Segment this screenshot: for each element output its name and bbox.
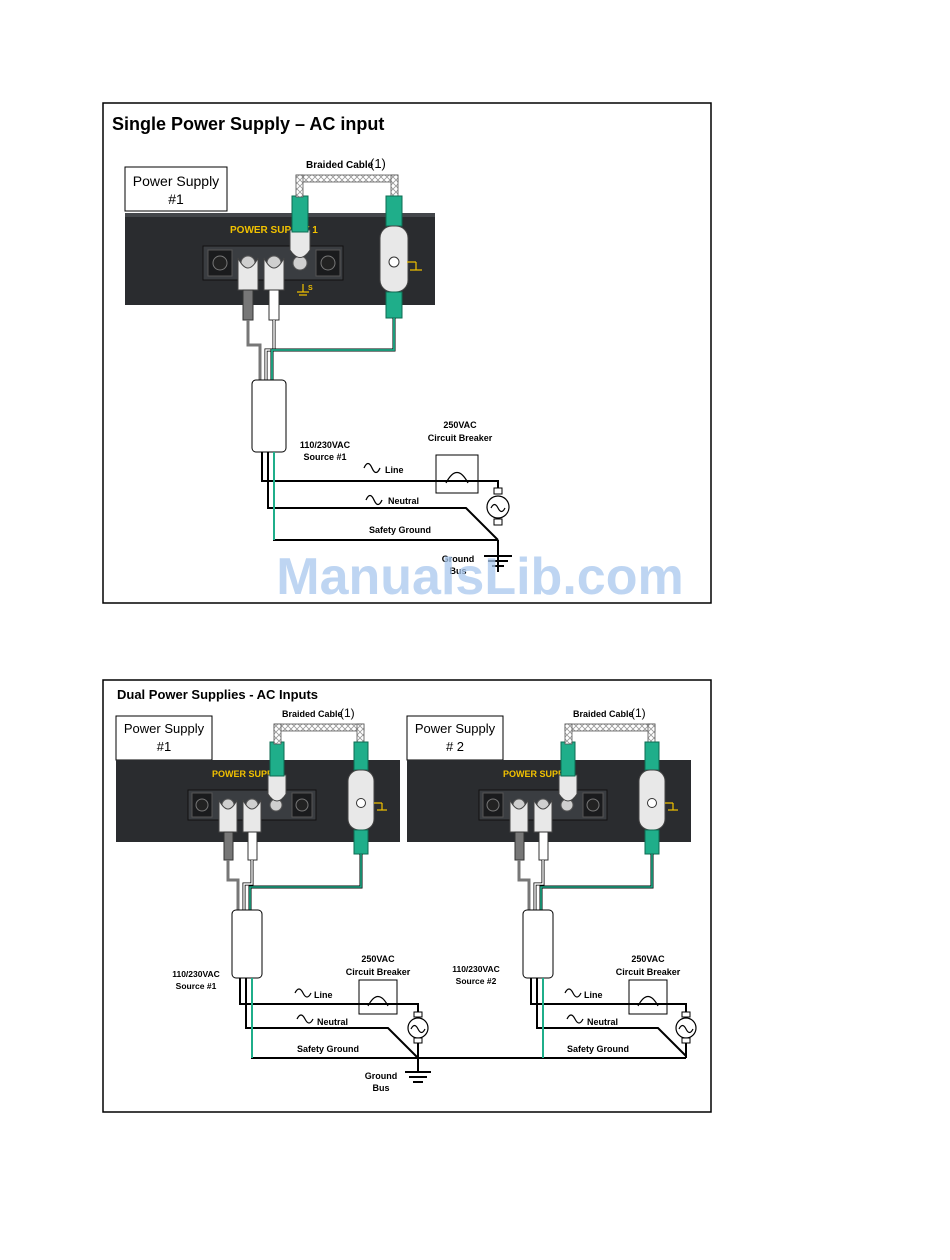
ps2-line-label: Line xyxy=(584,990,603,1000)
ps1-cable-jacket xyxy=(231,909,263,979)
ground-bus-label-line2: Bus xyxy=(372,1083,389,1093)
ac-source-icon xyxy=(407,1011,429,1044)
ps2-label-box xyxy=(406,715,504,761)
ps1-panel-label: POWER SUPPLY xyxy=(212,769,284,779)
chassis-ground-icon xyxy=(374,802,387,811)
sine-wave-icon xyxy=(566,1014,584,1024)
ground-symbol-icon xyxy=(484,555,512,567)
dual-ps2: Power Supply # 2 POWER SUPPLY Braided Ca… xyxy=(406,706,697,1058)
diagram1-title: Single Power Supply – AC input xyxy=(112,114,384,134)
ps1-label-line2: #1 xyxy=(157,739,171,754)
ground-bus-label-line2: Bus xyxy=(449,566,466,576)
source-label-line1: 110/230VAC xyxy=(300,440,351,450)
chassis-ground-icon xyxy=(665,802,678,811)
ground-symbol-icon xyxy=(405,1071,431,1083)
chassis-ground-icon xyxy=(297,284,309,296)
wire-label-line: Line xyxy=(385,465,404,475)
sine-wave-icon xyxy=(564,988,582,998)
ps2-breaker-line1: 250VAC xyxy=(631,954,665,964)
terminal-block xyxy=(202,245,344,281)
ps1-source-line2: Source #1 xyxy=(176,981,217,991)
ps2-source-line1: 110/230VAC xyxy=(452,964,500,974)
ps1-braided-label: Braided Cable xyxy=(282,709,343,719)
ps2-label-line2: # 2 xyxy=(446,739,464,754)
ps2-braided-note: (1) xyxy=(631,706,646,720)
ps1-label-box xyxy=(124,166,228,212)
ps1-label-box xyxy=(115,715,213,761)
braided-cable xyxy=(295,174,399,183)
ps2-breaker-line2: Circuit Breaker xyxy=(616,967,681,977)
sine-wave-icon xyxy=(363,462,381,474)
shared-safety-ground xyxy=(251,978,686,1072)
ps1-safety-ground-label: Safety Ground xyxy=(297,1044,359,1054)
breaker-label-line2: Circuit Breaker xyxy=(428,433,493,443)
sine-wave-icon xyxy=(365,494,383,506)
dual-ps1: Power Supply #1 POWER SUPPLY Braided Cab… xyxy=(115,706,429,1059)
sine-wave-icon xyxy=(294,988,312,998)
wire-label-neutral: Neutral xyxy=(388,496,419,506)
ground-bus-label-line1: Ground xyxy=(442,554,475,564)
sine-wave-icon xyxy=(296,1014,314,1024)
cable-jacket xyxy=(251,379,287,453)
ps2-cable-jacket xyxy=(522,909,554,979)
ps2-neutral-label: Neutral xyxy=(587,1017,618,1027)
ring-lug-ground xyxy=(289,195,311,258)
panel-label: POWER SUPPLY 1 xyxy=(230,225,318,236)
ac-source-icon xyxy=(486,487,510,526)
chassis-ground-icon xyxy=(407,261,422,271)
ps2-source-line2: Source #2 xyxy=(456,976,497,986)
braided-cable-note: (1) xyxy=(370,156,386,171)
ps1-label-line1: Power Supply xyxy=(124,721,205,736)
circuit-breaker-icon xyxy=(628,979,668,1015)
ps2-braided-label: Braided Cable xyxy=(573,709,634,719)
ps2-label-line1: Power Supply xyxy=(415,721,496,736)
ps1-breaker-line2: Circuit Breaker xyxy=(346,967,411,977)
ps1-breaker-line1: 250VAC xyxy=(361,954,395,964)
chassis-ground-lug xyxy=(379,195,409,319)
diagram-single-power-supply: Single Power Supply – AC input Power Sup… xyxy=(102,102,712,604)
svg-text:S: S xyxy=(308,285,313,292)
ps1-label-line2: #1 xyxy=(168,191,184,207)
ps1-label-line1: Power Supply xyxy=(133,173,219,189)
braided-cable-label: Braided Cable xyxy=(306,160,374,171)
wire-label-safety-ground: Safety Ground xyxy=(369,525,431,535)
diagram-dual-power-supplies: Dual Power Supplies - AC Inputs Power Su… xyxy=(102,679,712,1113)
circuit-breaker-icon xyxy=(358,979,398,1015)
ac-source-icon xyxy=(675,1011,697,1044)
wires-top xyxy=(246,318,396,385)
ps2-safety-ground-label: Safety Ground xyxy=(567,1044,629,1054)
diagram2-title: Dual Power Supplies - AC Inputs xyxy=(117,687,318,702)
breaker-label-line1: 250VAC xyxy=(443,420,477,430)
ground-bus-label-line1: Ground xyxy=(365,1071,398,1081)
source-label-line2: Source #1 xyxy=(303,452,346,462)
ps2-panel-label: POWER SUPPLY xyxy=(503,769,575,779)
ps1-source-line1: 110/230VAC xyxy=(172,969,220,979)
ps1-neutral-label: Neutral xyxy=(317,1017,348,1027)
watermark: ManualsLib.com xyxy=(276,548,683,606)
ps1-line-label: Line xyxy=(314,990,333,1000)
ps1-braided-note: (1) xyxy=(340,706,355,720)
circuit-breaker-icon xyxy=(435,454,479,494)
